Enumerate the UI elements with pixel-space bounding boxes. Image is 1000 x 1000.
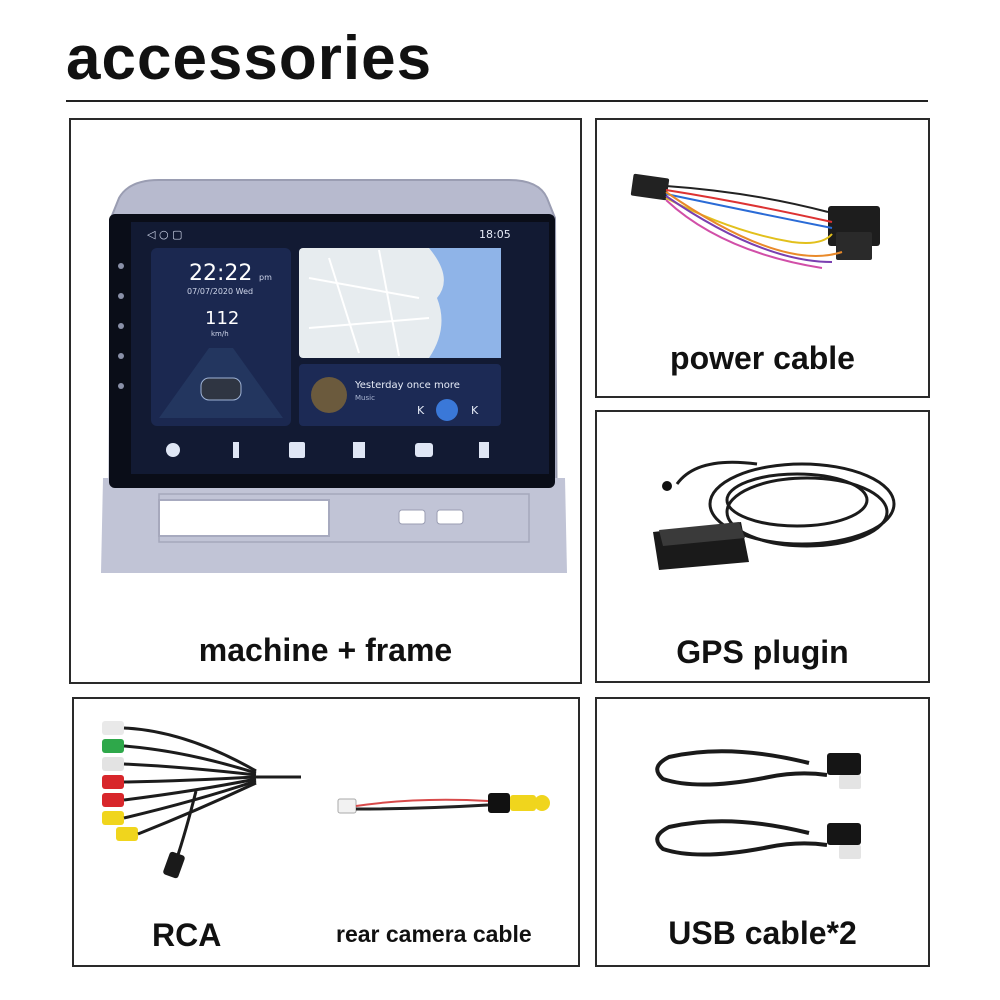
usb-cable-card: USB cable*2: [595, 697, 930, 967]
rca-cable-image: [102, 721, 301, 879]
song-title: Yesterday once more: [354, 380, 460, 391]
svg-text:pm: pm: [259, 273, 272, 282]
usb-cable-label: USB cable*2: [668, 915, 857, 951]
svg-text:07/07/2020 Wed: 07/07/2020 Wed: [187, 287, 253, 296]
gps-plugin-label: GPS plugin: [676, 634, 849, 670]
machine-frame-label: machine + frame: [198, 632, 453, 668]
rear-camera-cable-image: [337, 793, 550, 814]
clock-time: 22:22: [189, 261, 252, 286]
svg-text:km/h: km/h: [211, 330, 229, 338]
speed-readout: 112: [205, 308, 239, 329]
svg-text:K: K: [471, 404, 479, 417]
power-cable-label: power cable: [670, 340, 855, 376]
gps-plugin-card: GPS plugin: [595, 410, 930, 683]
gps-plugin-image: [653, 460, 896, 570]
usb-cable-image: [655, 749, 861, 859]
power-cable-image: [630, 173, 880, 269]
rca-label: RCA: [152, 917, 222, 953]
svg-text:K: K: [417, 404, 425, 417]
rear-camera-label: rear camera cable: [336, 921, 532, 947]
svg-text:Music: Music: [355, 394, 375, 402]
rca-card: RCA rear camera cable: [72, 697, 580, 967]
status-time: 18:05: [479, 228, 511, 241]
svg-text:◁ ○ ▢: ◁ ○ ▢: [147, 228, 182, 241]
page-title: accessories: [66, 24, 433, 93]
title-divider: [66, 100, 928, 102]
machine-frame-card: ◁ ○ ▢ 18:05 22:22 pm 07/07/2020 Wed 112 …: [69, 118, 582, 684]
head-unit-image: ◁ ○ ▢ 18:05 22:22 pm 07/07/2020 Wed 112 …: [101, 179, 567, 573]
power-cable-card: power cable: [595, 118, 930, 398]
